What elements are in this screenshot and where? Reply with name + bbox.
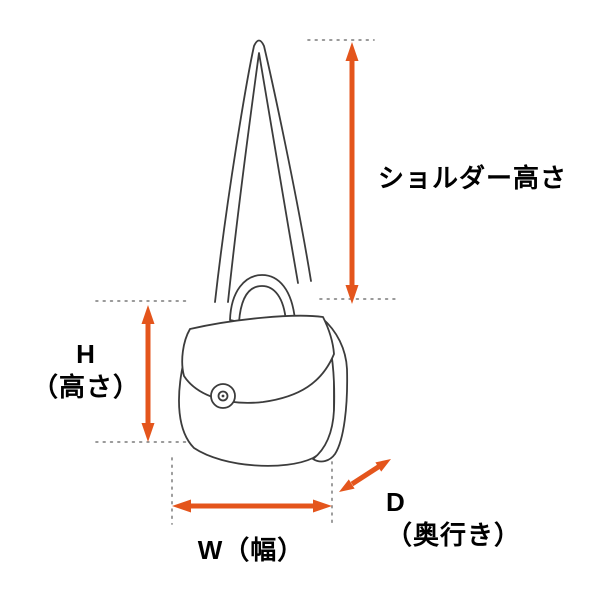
shoulder-strap-outer [214,39,312,303]
shoulder-strap-inner [227,52,299,303]
shoulder-height-arrow [345,42,359,304]
measure-arrows [141,42,391,513]
dotted-guide-lines [95,39,397,525]
height-arrow [141,305,155,442]
height-label-name: （高さ） [31,372,140,402]
depth-label-name: （奥行き） [386,520,522,550]
height-label: H （高さ） [28,338,144,404]
width-label: W（幅） [197,535,305,565]
bag-flap [181,314,335,404]
bag-side-gusset [312,317,349,463]
shoulder-height-label: ショルダー高さ [378,163,568,193]
depth-arrow [339,459,391,492]
clasp-button-inner [217,390,229,402]
width-arrow [172,499,332,513]
depth-label: D （奥行き） [386,486,521,552]
clasp-button-dot [221,394,225,398]
bag-line-art [178,39,349,467]
bag-handle [229,274,296,323]
depth-label-abbr: D [386,487,406,517]
height-label-abbr: H [76,339,96,369]
